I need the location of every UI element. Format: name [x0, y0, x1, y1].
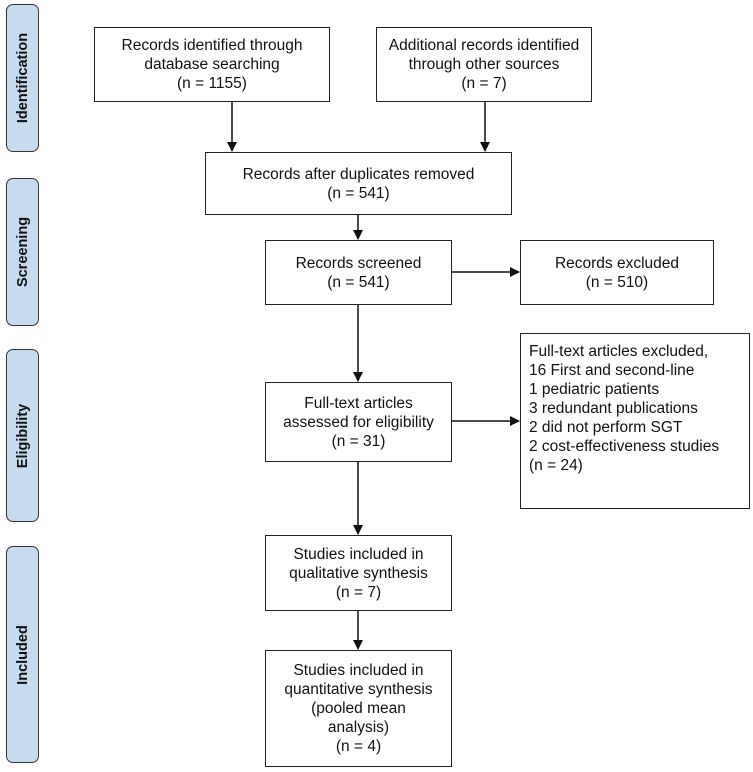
box-identified-other: Additional records identified through ot… — [376, 27, 592, 102]
box-records-screened: Records screened (n = 541) — [265, 240, 452, 305]
box-identified-database: Records identified through database sear… — [94, 27, 330, 102]
box-quantitative-synthesis: Studies included in quantitative synthes… — [265, 650, 452, 767]
stage-eligibility: Eligibility — [6, 349, 39, 522]
box-records-excluded: Records excluded (n = 510) — [520, 240, 714, 305]
box-after-duplicates: Records after duplicates removed (n = 54… — [205, 152, 512, 215]
stage-screening: Screening — [6, 178, 39, 326]
box-fulltext-assessed: Full-text articles assessed for eligibil… — [265, 382, 452, 462]
stage-identification: Identification — [6, 4, 39, 152]
box-qualitative-synthesis: Studies included in qualitative synthesi… — [265, 535, 452, 611]
stage-included: Included — [6, 546, 39, 763]
box-fulltext-excluded: Full-text articles excluded, 16 First an… — [520, 333, 750, 509]
